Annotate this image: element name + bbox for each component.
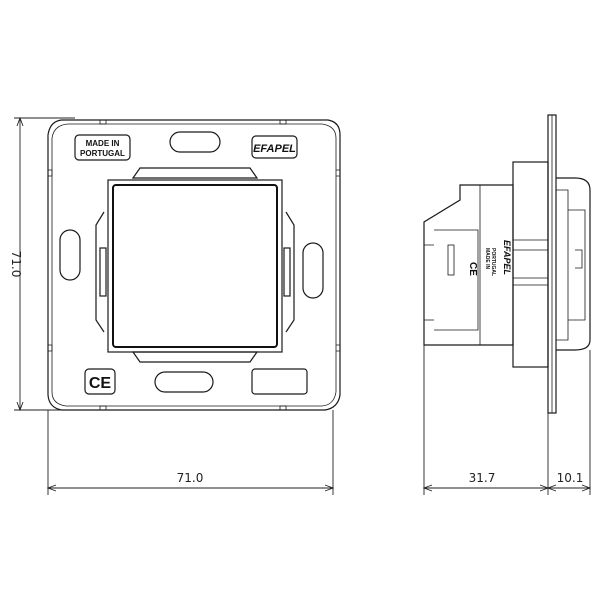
screw-slot-left — [59, 229, 81, 281]
side-origin-line2: PORTUGAL — [490, 248, 496, 276]
dimension-lines — [14, 116, 592, 495]
made-in-portugal-label — [74, 134, 131, 161]
front-view: MADE IN PORTUGAL EFAPEL CE — [47, 119, 341, 411]
ce-label — [84, 368, 116, 395]
front-depth-dimension: 10.1 — [557, 471, 584, 485]
brand-text: EFAPEL — [253, 143, 296, 155]
mounting-plate-outline — [47, 119, 341, 411]
origin-line1: MADE IN — [86, 139, 120, 148]
side-body — [512, 161, 549, 368]
screw-slot-bottom — [154, 371, 214, 393]
side-ce-mark: CE — [467, 262, 478, 276]
height-dimension: 71.0 — [9, 251, 23, 278]
width-dimension: 71.0 — [177, 471, 204, 485]
side-view: CE MADE IN PORTUGAL EFAPEL — [423, 114, 591, 414]
side-origin-line1: MADE IN — [484, 248, 490, 270]
blank-label — [251, 368, 308, 395]
switch-mechanism — [107, 179, 283, 353]
side-brand-text: EFAPEL — [502, 240, 512, 275]
rear-depth-dimension: 31.7 — [469, 471, 496, 485]
side-rear-housing — [423, 184, 514, 346]
brand-label — [251, 135, 298, 159]
ce-mark: CE — [89, 375, 112, 392]
origin-line2: PORTUGAL — [80, 149, 125, 158]
screw-slot-right — [302, 242, 324, 299]
screw-slot-top — [169, 131, 221, 153]
switch-face — [112, 184, 278, 348]
